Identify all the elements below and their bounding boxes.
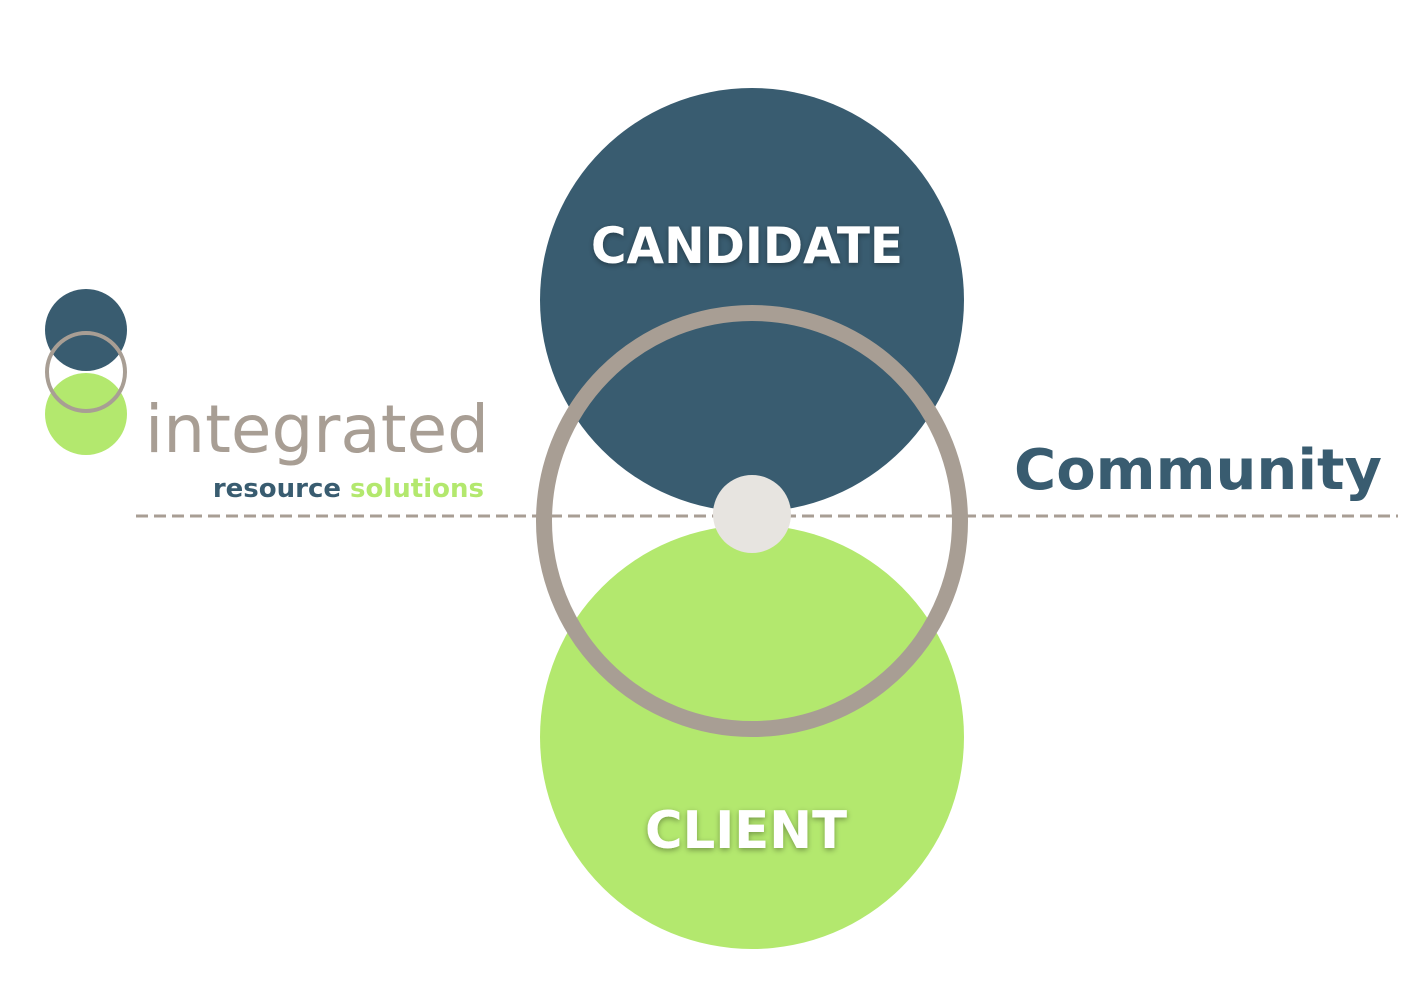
client-label: CLIENT	[645, 801, 848, 861]
community-label: Community	[1014, 438, 1382, 503]
logo-sub-resource: resource	[213, 474, 341, 504]
logo-wordmark-main: integrated	[145, 391, 489, 468]
logo-green-circle	[45, 373, 127, 455]
logo-taupe-ring	[45, 331, 127, 413]
candidate-label: CANDIDATE	[591, 217, 903, 275]
logo-mark	[45, 289, 127, 455]
logo-sub-solutions: solutions	[350, 474, 484, 504]
logo-navy-circle	[45, 289, 127, 371]
center-node	[713, 475, 791, 553]
logo-wordmark-sub: resource solutions	[213, 474, 484, 504]
candidate-circle	[540, 88, 964, 512]
integration-ring	[536, 305, 968, 737]
